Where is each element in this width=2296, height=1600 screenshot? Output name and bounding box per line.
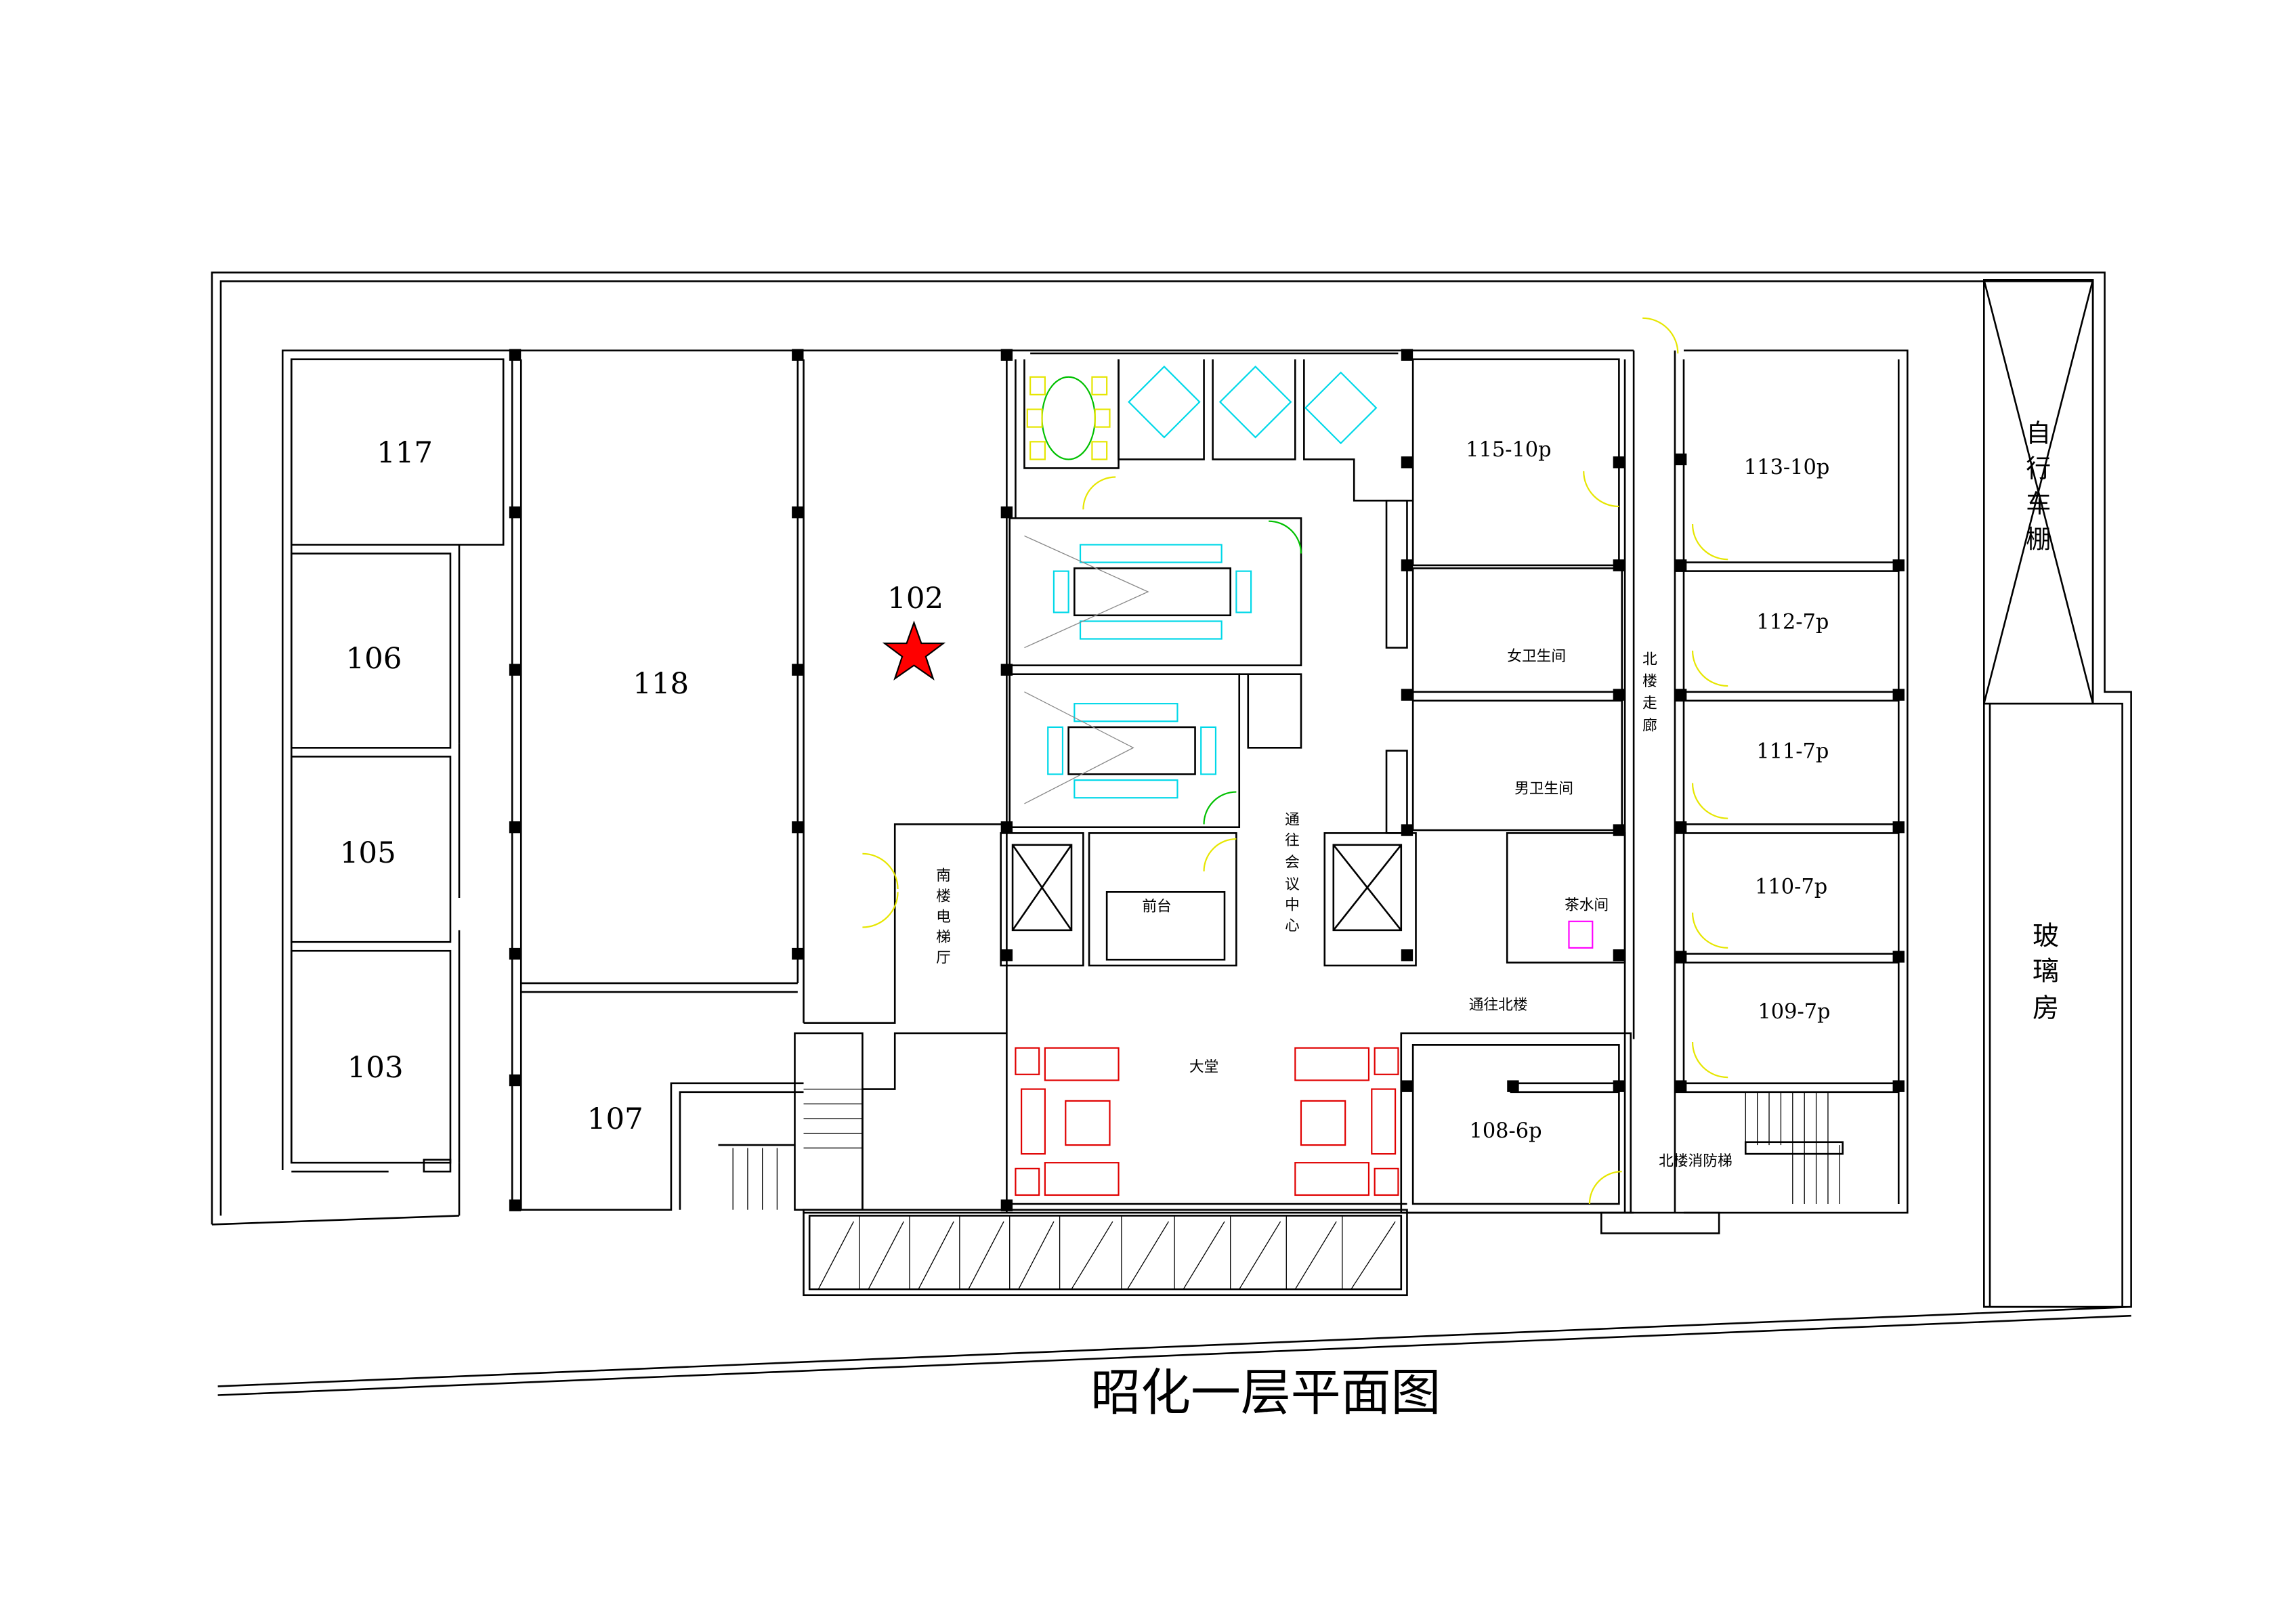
bike-shed: 自 行 车 棚 — [1983, 279, 2094, 705]
north-corridor-char: 走 — [1642, 695, 1657, 712]
glass-house: 玻 璃 房 — [1983, 702, 2123, 1308]
bike-shed-label: 棚 — [2026, 525, 2051, 554]
north-corridor-label: 北 楼 走 廊 — [1642, 651, 1657, 734]
bike-shed-label: 车 — [2026, 490, 2051, 519]
elevator-hall-char: 梯 — [936, 929, 951, 946]
bike-shed-label: 行 — [2026, 454, 2051, 483]
lobby-label: 大堂 — [1189, 1058, 1218, 1075]
plan-title: 昭化一层平面图 — [1090, 1364, 1441, 1422]
men-wc-label: 男卫生间 — [1514, 781, 1573, 798]
doors — [862, 317, 1728, 1205]
women-wc-label: 女卫生间 — [1507, 648, 1566, 665]
tea-room-sink — [1568, 920, 1594, 949]
south-elevator-hall-label: 南 楼 电 梯 厅 — [936, 867, 951, 967]
red-star-icon — [882, 620, 946, 680]
room-labels: 117 106 105 103 118 107 102 115-10p 113-… — [340, 436, 1831, 1143]
north-corridor-char: 楼 — [1642, 673, 1657, 690]
area-labels: 女卫生间 男卫生间 前台 茶水间 通往北楼 大堂 北楼消防梯 北 楼 走 廊 南… — [936, 648, 1732, 1169]
glass-house-label: 璃 — [2033, 957, 2059, 987]
meeting-center-char: 通 — [1285, 811, 1300, 828]
elevator-hall-char: 楼 — [936, 888, 951, 905]
room-102-label: 102 — [887, 582, 943, 615]
elevator-hall-char: 电 — [936, 909, 951, 926]
room-109-label: 109-7p — [1758, 1000, 1830, 1024]
room-112-label: 112-7p — [1756, 610, 1829, 634]
reception-label: 前台 — [1142, 899, 1171, 915]
room-117-label: 117 — [377, 436, 433, 470]
meeting-room-furniture — [1024, 365, 1378, 804]
lobby-sofas — [1015, 1047, 1399, 1196]
meeting-center-char: 会 — [1285, 854, 1300, 871]
room-110-label: 110-7p — [1755, 875, 1827, 899]
glass-house-label: 玻 — [2033, 922, 2059, 952]
room-105-label: 105 — [340, 836, 396, 870]
south-canopy — [803, 1209, 1408, 1297]
bike-shed-label: 自 — [2026, 418, 2051, 448]
north-fire-stairs-label: 北楼消防梯 — [1659, 1153, 1732, 1170]
to-north-building-label: 通往北楼 — [1469, 997, 1528, 1014]
room-118-label: 118 — [633, 667, 689, 701]
elevator-hall-char: 厅 — [936, 950, 951, 967]
room-111-label: 111-7p — [1756, 740, 1829, 764]
meeting-center-char: 中 — [1285, 896, 1300, 913]
room-107-label: 107 — [587, 1102, 643, 1136]
north-corridor-char: 北 — [1642, 651, 1657, 668]
structural-columns — [509, 349, 1905, 1211]
tea-room-label: 茶水间 — [1565, 896, 1609, 913]
building-walls — [281, 349, 1909, 1234]
room-115-label: 115-10p — [1466, 438, 1551, 462]
meeting-center-char: 往 — [1285, 832, 1300, 849]
room-106-label: 106 — [345, 642, 402, 676]
glass-house-label: 房 — [2033, 993, 2059, 1024]
to-meeting-center-label: 通 往 会 议 中 心 — [1285, 811, 1300, 934]
elevator-hall-char: 南 — [936, 867, 951, 884]
room-103-label: 103 — [347, 1051, 404, 1085]
north-corridor-char: 廊 — [1642, 717, 1657, 734]
room-108-label: 108-6p — [1469, 1119, 1542, 1143]
meeting-center-char: 议 — [1285, 876, 1300, 893]
meeting-center-char: 心 — [1285, 917, 1300, 934]
room-113-label: 113-10p — [1744, 456, 1829, 479]
